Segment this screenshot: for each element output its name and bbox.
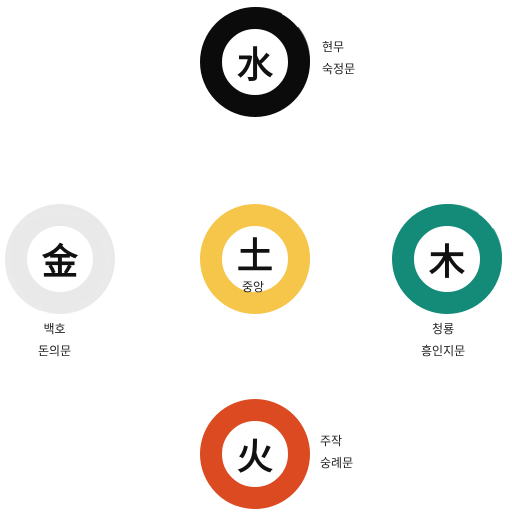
- metal-brush-ring: [5, 204, 115, 314]
- water-gate: 숙정문: [322, 62, 356, 76]
- fire-gate: 숭례문: [320, 456, 354, 470]
- fire-ring-texture: [201, 403, 307, 509]
- water-ring-stroke: [200, 7, 310, 117]
- metal-ring-stroke: [5, 204, 115, 314]
- earth-glyph: 土: [236, 236, 273, 277]
- wood-circle: 木: [388, 200, 506, 318]
- metal-ring-texture: [5, 208, 111, 314]
- fire-name: 주작: [320, 434, 343, 448]
- wood-gate: 흥인지문: [421, 344, 466, 358]
- wood-ring-texture: [396, 204, 502, 310]
- wood-caption: 청룡 흥인지문: [421, 318, 465, 362]
- water-glyph: 水: [236, 45, 273, 86]
- metal-caption: 백호 돈의문: [38, 318, 71, 362]
- fire-circle: 火: [196, 395, 314, 513]
- earth-ring-texture: [204, 205, 310, 311]
- water-ring-texture: [204, 7, 310, 113]
- metal-glyph: 金: [41, 242, 78, 283]
- earth-ring-stroke: [200, 204, 310, 314]
- water-circle: 水: [196, 3, 314, 121]
- water-caption: 현무 숙정문: [322, 36, 355, 80]
- fire-ring-stroke: [200, 399, 310, 509]
- wood-ring-stroke: [392, 204, 502, 314]
- wood-brush-ring: [392, 204, 502, 314]
- fire-brush-ring: [200, 399, 310, 509]
- metal-circle: 金: [1, 200, 119, 318]
- earth-brush-ring: [200, 204, 310, 314]
- fire-glyph: 火: [236, 437, 273, 478]
- water-brush-ring: [200, 7, 310, 117]
- metal-name: 백호: [43, 322, 66, 336]
- earth-label: 중앙: [242, 280, 265, 294]
- wood-glyph: 木: [428, 242, 465, 283]
- metal-gate: 돈의문: [38, 344, 72, 358]
- fire-caption: 주작 숭례문: [320, 430, 353, 474]
- earth-circle: 土 중앙: [196, 200, 314, 318]
- wood-name: 청룡: [432, 322, 455, 336]
- water-name: 현무: [322, 40, 345, 54]
